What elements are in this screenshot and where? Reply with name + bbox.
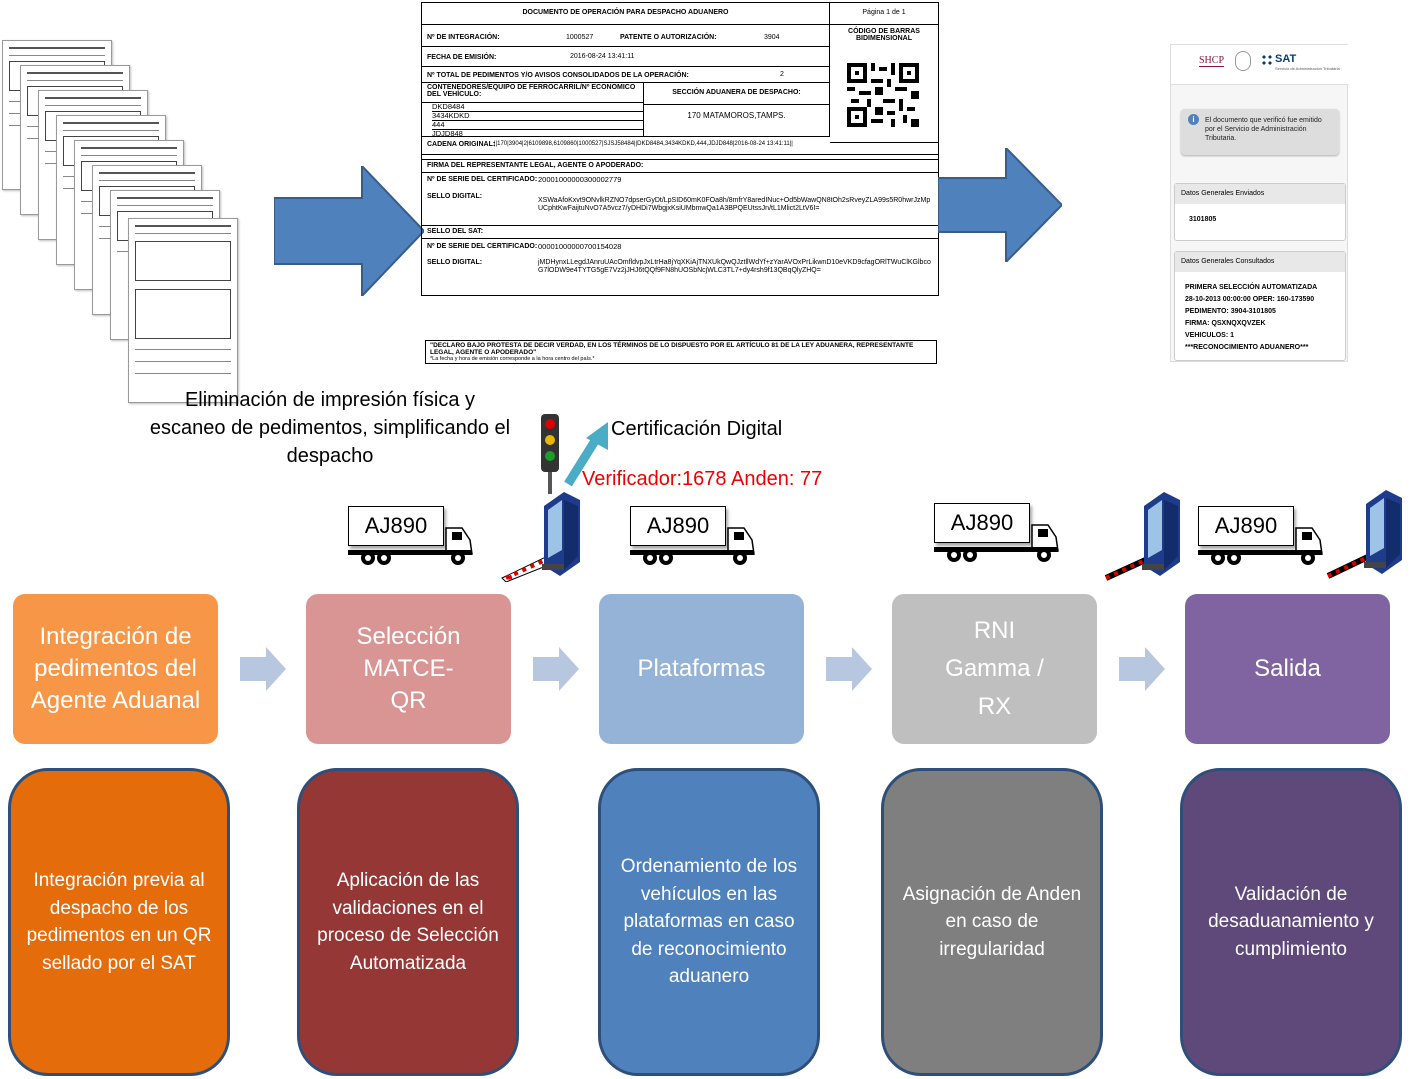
enviados-value: 3101805 <box>1189 216 1217 223</box>
sat-verification-screen: SHCP SAT Servicio de Administración Trib… <box>1170 44 1349 362</box>
declaration-box: "DECLARO BAJO PROTESTA DE DECIR VERDAD, … <box>425 340 937 364</box>
desc-plataformas: Ordenamiento de los vehículos en las pla… <box>598 768 820 1076</box>
contenedor-item: DKD8484 <box>432 103 643 112</box>
certificate-serial-1: 20001000000300002779 <box>538 175 622 184</box>
certification-arrow-icon <box>564 422 608 487</box>
coat-of-arms-icon <box>1235 51 1251 71</box>
stage-plataformas: Plataformas <box>599 594 804 744</box>
integracion-value: 1000527 <box>566 34 594 41</box>
toll-booth-barrier-icon <box>501 492 580 582</box>
fecha-label: FECHA DE EMISIÓN: <box>427 54 497 61</box>
consultados-line: PRIMERA SELECCIÓN AUTOMATIZADA <box>1185 284 1318 291</box>
sat-header: SELLO DEL SAT: <box>422 225 938 239</box>
truck: AJ890 <box>630 506 758 568</box>
consultados-line: ***RECONOCIMIENTO ADUANERO*** <box>1185 344 1309 351</box>
shcp-logo: SHCP <box>1199 55 1225 67</box>
truck-icon <box>1198 527 1323 565</box>
truck-plate: AJ890 <box>1198 506 1294 546</box>
toll-booth-barrier-icon <box>1104 492 1180 581</box>
declaration-footnote: *La fecha y hora de emisión corresponde … <box>430 356 595 362</box>
document-title: DOCUMENTO DE OPERACIÓN PARA DESPACHO ADU… <box>422 3 830 25</box>
consultados-line: FIRMA: QSXNQXQVZEK <box>1185 320 1266 327</box>
desc-integracion: Integración previa al despacho de los pe… <box>8 768 230 1076</box>
toll-booth-barrier-icon <box>1326 490 1402 579</box>
traffic-light-icon <box>541 414 559 494</box>
stage-arrow-icon <box>533 647 579 691</box>
stage-arrow-icon <box>1119 647 1165 691</box>
truck-plate: AJ890 <box>348 506 444 546</box>
verifier-label: Verificador:1678 Anden: 77 <box>582 468 823 490</box>
truck: AJ890 <box>934 503 1062 565</box>
integracion-label: Nº DE INTEGRACIÓN: <box>427 34 500 41</box>
stage-seleccion: Selección MATCE-QR <box>306 594 511 744</box>
truck-icon <box>630 527 755 565</box>
sello-label-2: SELLO DIGITAL: <box>427 259 483 266</box>
page-number: Página 1 de 1 <box>830 3 938 25</box>
stage-salida: Salida <box>1185 594 1390 744</box>
truck-plate: AJ890 <box>934 503 1030 543</box>
barcode-label: CÓDIGO DE BARRAS BIDIMENSIONAL <box>830 25 938 143</box>
verification-alert: i El documento que verificó fue emitido … <box>1181 109 1339 155</box>
elimination-note: Eliminación de impresión física y escane… <box>149 389 511 467</box>
total-value: 2 <box>780 71 784 78</box>
digital-seal-1: XSWaAfoKxvt9ONvlkRZNO7dpserGyDt/LpSID60m… <box>538 197 931 212</box>
truck-icon <box>934 524 1059 562</box>
desc-seleccion: Aplicación de las validaciones en el pro… <box>297 768 519 1076</box>
sat-logo: SAT <box>1275 53 1297 65</box>
digital-seal-2: jMDHynxLLegdJAnruUAcOmfldvpJxLtrHa8jYqXK… <box>538 259 931 274</box>
desc-salida: Validación de desaduanamiento y cumplimi… <box>1180 768 1402 1076</box>
cadena-label: CADENA ORIGINAL: <box>427 141 496 148</box>
sat-subtitle: Servicio de Administración Tributaria <box>1275 66 1340 71</box>
seccion-value: 170 MATAMOROS,TAMPS. <box>687 111 786 120</box>
firma-header: FIRMA DEL REPRESENTANTE LEGAL, AGENTE O … <box>422 159 938 173</box>
consultados-line: PEDIMENTO: 3904-3101805 <box>1185 308 1276 315</box>
desc-rni: Asignación de Anden en caso de irregular… <box>881 768 1103 1076</box>
info-icon: i <box>1188 114 1199 125</box>
consultados-lines: PRIMERA SELECCIÓN AUTOMATIZADA 28-10-201… <box>1185 282 1317 354</box>
truck: AJ890 <box>1198 506 1326 568</box>
sat-logo-icon <box>1261 54 1273 66</box>
consultados-title: Datos Generales Consultados <box>1175 252 1345 272</box>
stage-arrow-icon <box>240 647 286 691</box>
sello-label: SELLO DIGITAL: <box>427 193 483 200</box>
certificate-serial-2: 00001000000700154028 <box>538 242 622 251</box>
contenedores-label: CONTENEDORES/EQUIPO DE FERROCARRIL/Nº EC… <box>422 83 643 103</box>
qr-code-icon <box>847 63 919 127</box>
stage-integracion: Integración de pedimentos del Agente Adu… <box>13 594 218 744</box>
operation-document: DOCUMENTO DE OPERACIÓN PARA DESPACHO ADU… <box>421 2 939 296</box>
cadena-value: ||170|3904|2|6109898,6109860|1000527|SJS… <box>494 141 793 147</box>
enviados-panel: Datos Generales Enviados 3101805 <box>1174 183 1346 241</box>
alert-text: El documento que verificó fue emitido po… <box>1205 117 1322 142</box>
pedimento-document-stack <box>0 38 250 418</box>
stage-arrow-icon <box>826 647 872 691</box>
truck: AJ890 <box>348 506 476 568</box>
serie-label-2: Nº DE SERIE DEL CERTIFICADO: <box>427 243 538 250</box>
stage-rni: RNI Gamma / RX <box>892 594 1097 744</box>
certification-label: Certificación Digital <box>611 418 783 440</box>
consultados-panel: Datos Generales Consultados PRIMERA SELE… <box>1174 251 1346 361</box>
consultados-line: VEHICULOS: 1 <box>1185 332 1235 339</box>
contenedor-item: 444 <box>432 121 643 130</box>
consultados-line: 28-10-2013 00:00:00 OPER: 160-173590 <box>1185 296 1315 303</box>
patente-value: 3904 <box>764 34 780 41</box>
seccion-label: SECCIÓN ADUANERA DE DESPACHO: <box>644 83 829 105</box>
flow-arrow-right-icon <box>938 148 1062 262</box>
fecha-value: 2016-08-24 13:41:11 <box>570 53 635 60</box>
enviados-title: Datos Generales Enviados <box>1175 184 1345 204</box>
truck-icon <box>348 527 473 565</box>
patente-label: PATENTE O AUTORIZACIÓN: <box>620 34 717 41</box>
flow-arrow-right-icon <box>274 166 424 296</box>
truck-plate: AJ890 <box>630 506 726 546</box>
contenedores-list: DKD8484 3434KDKD 444 JDJD848 <box>422 103 643 138</box>
declaration-text: "DECLARO BAJO PROTESTA DE DECIR VERDAD, … <box>430 342 914 356</box>
serie-label: Nº DE SERIE DEL CERTIFICADO: <box>427 176 538 183</box>
contenedor-item: JDJD848 <box>432 129 463 138</box>
total-label: Nº TOTAL DE PEDIMENTOS Y/O AVISOS CONSOL… <box>427 72 689 79</box>
contenedor-item: 3434KDKD <box>432 112 643 121</box>
